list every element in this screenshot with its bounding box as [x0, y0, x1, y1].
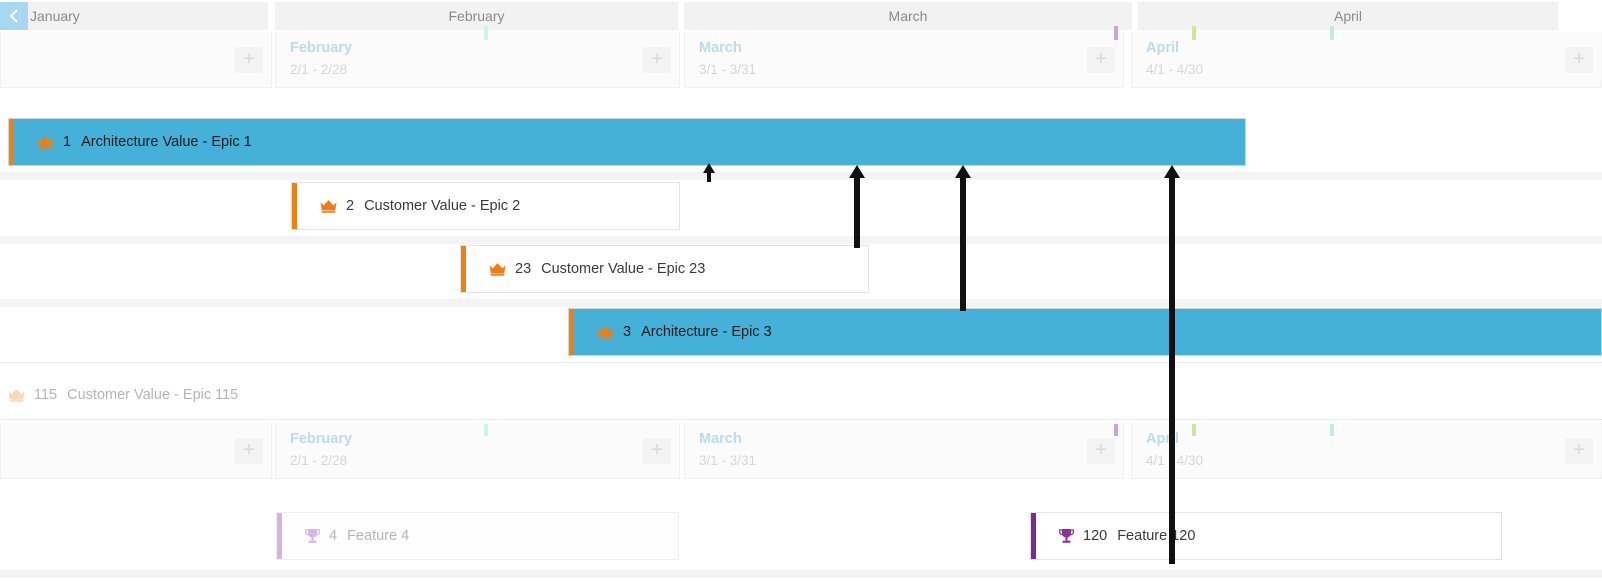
item-id: 23 — [515, 261, 532, 277]
item-id: 1 — [63, 134, 72, 150]
bucket-jan2: + — [0, 423, 272, 479]
add-item-button[interactable]: + — [643, 47, 671, 73]
bucket-apr: April 4/1 - 4/30 + — [1131, 32, 1602, 88]
crown-icon-wrap — [597, 325, 614, 339]
bucket-mar: March 3/1 - 3/31 + — [684, 32, 1124, 88]
timeline-tick-0 — [484, 26, 488, 40]
bucket-date-range: 4/1 - 4/30 — [1146, 62, 1204, 77]
item-title: Feature 4 — [347, 528, 410, 544]
item-type-color-bar — [569, 309, 574, 355]
dep-arrow-4-head — [1164, 165, 1180, 178]
add-item-button[interactable]: + — [235, 47, 263, 73]
item-title: Feature 120 — [1117, 528, 1196, 544]
bucket-jan: + — [0, 32, 272, 88]
crown-icon — [320, 200, 337, 213]
timeline-tick-3 — [1330, 26, 1334, 40]
work-item-card[interactable]: 23 Customer Value - Epic 23 — [460, 245, 869, 293]
item-id: 4 — [329, 528, 338, 544]
trophy-icon — [305, 529, 320, 543]
dep-arrow-2-shaft — [854, 176, 860, 248]
dep-arrow-1-head — [703, 163, 715, 173]
timeline-tick-1 — [1114, 26, 1118, 40]
crown-icon — [37, 136, 54, 149]
bucket-date-range: 2/1 - 2/28 — [290, 453, 348, 468]
item-title: Customer Value - Epic 2 — [364, 198, 521, 214]
bucket-feb2: February 2/1 - 2/28 + — [275, 423, 680, 479]
previous-period-button[interactable] — [0, 2, 28, 30]
item-type-color-bar — [277, 513, 282, 559]
item-type-color-bar — [1031, 513, 1036, 559]
add-item-button[interactable]: + — [235, 438, 263, 464]
bucket-title: March — [699, 431, 742, 447]
row-divider — [0, 362, 1602, 363]
month-tab-april[interactable]: April — [1138, 2, 1558, 30]
row-divider — [0, 299, 1602, 307]
row-divider — [0, 236, 1602, 244]
crown-icon — [489, 263, 506, 276]
crown-icon-wrap — [37, 135, 54, 149]
item-title: Architecture - Epic 3 — [641, 324, 772, 340]
timeline-tick-lower-3 — [1330, 424, 1334, 436]
row-divider — [0, 570, 1602, 578]
item-id: 120 — [1083, 528, 1108, 544]
work-item-card[interactable]: 2 Customer Value - Epic 2 — [291, 182, 680, 230]
item-type-color-bar — [292, 183, 297, 229]
trophy-icon-wrap — [305, 528, 320, 544]
trophy-icon-wrap — [1059, 528, 1074, 544]
item-id: 2 — [346, 198, 355, 214]
item-id: 115 — [34, 387, 58, 403]
add-item-button[interactable]: + — [1565, 438, 1593, 464]
bucket-date-range: 3/1 - 3/31 — [699, 62, 757, 77]
item-title: Architecture Value - Epic 1 — [81, 134, 252, 150]
bucket-title: February — [290, 431, 353, 447]
crown-icon — [597, 326, 614, 339]
dep-arrow-3-head — [955, 165, 971, 178]
timeline-tick-2 — [1192, 26, 1196, 40]
dep-arrow-1-shaft — [707, 171, 711, 182]
item-title: Customer Value - Epic 115 — [67, 387, 239, 403]
bucket-date-range: 3/1 - 3/31 — [699, 453, 757, 468]
month-tab-january[interactable]: January — [0, 2, 268, 30]
bucket-title: March — [699, 40, 742, 56]
work-item-card[interactable]: 1 Architecture Value - Epic 1 — [8, 118, 1246, 166]
add-item-button[interactable]: + — [1087, 47, 1115, 73]
timeline-tick-lower-0 — [484, 424, 488, 436]
work-item-card[interactable]: 3 Architecture - Epic 3 — [568, 308, 1602, 356]
chevron-left-icon — [9, 9, 18, 23]
timeline-tick-lower-1 — [1114, 424, 1118, 436]
crown-icon — [8, 389, 25, 402]
add-item-button[interactable]: + — [1565, 47, 1593, 73]
work-item-card[interactable]: 115 Customer Value - Epic 115 — [0, 371, 1602, 419]
bucket-title: April — [1146, 40, 1180, 56]
bucket-mar2: March 3/1 - 3/31 + — [684, 423, 1124, 479]
dep-arrow-3-shaft — [960, 176, 966, 311]
item-id: 3 — [623, 324, 632, 340]
item-type-color-bar — [9, 119, 14, 165]
row-divider — [0, 419, 1602, 420]
timeline-tick-lower-2 — [1192, 424, 1196, 436]
bucket-date-range: 2/1 - 2/28 — [290, 62, 348, 77]
bucket-feb: February 2/1 - 2/28 + — [275, 32, 680, 88]
work-item-card[interactable]: 120 Feature 120 — [1030, 512, 1502, 560]
trophy-icon — [1059, 529, 1074, 543]
crown-icon-wrap — [8, 388, 25, 402]
crown-icon-wrap — [489, 262, 506, 276]
row-divider — [0, 172, 1602, 180]
bucket-title: February — [290, 40, 353, 56]
month-tab-february[interactable]: February — [275, 2, 678, 30]
crown-icon-wrap — [320, 199, 337, 213]
work-item-card[interactable]: 4 Feature 4 — [276, 512, 679, 560]
item-type-color-bar — [461, 246, 466, 292]
add-item-button[interactable]: + — [1087, 438, 1115, 464]
dep-arrow-4-shaft — [1169, 176, 1175, 564]
dep-arrow-2-head — [849, 165, 865, 178]
month-tab-march[interactable]: March — [684, 2, 1132, 30]
add-item-button[interactable]: + — [643, 438, 671, 464]
item-title: Customer Value - Epic 23 — [541, 261, 706, 277]
